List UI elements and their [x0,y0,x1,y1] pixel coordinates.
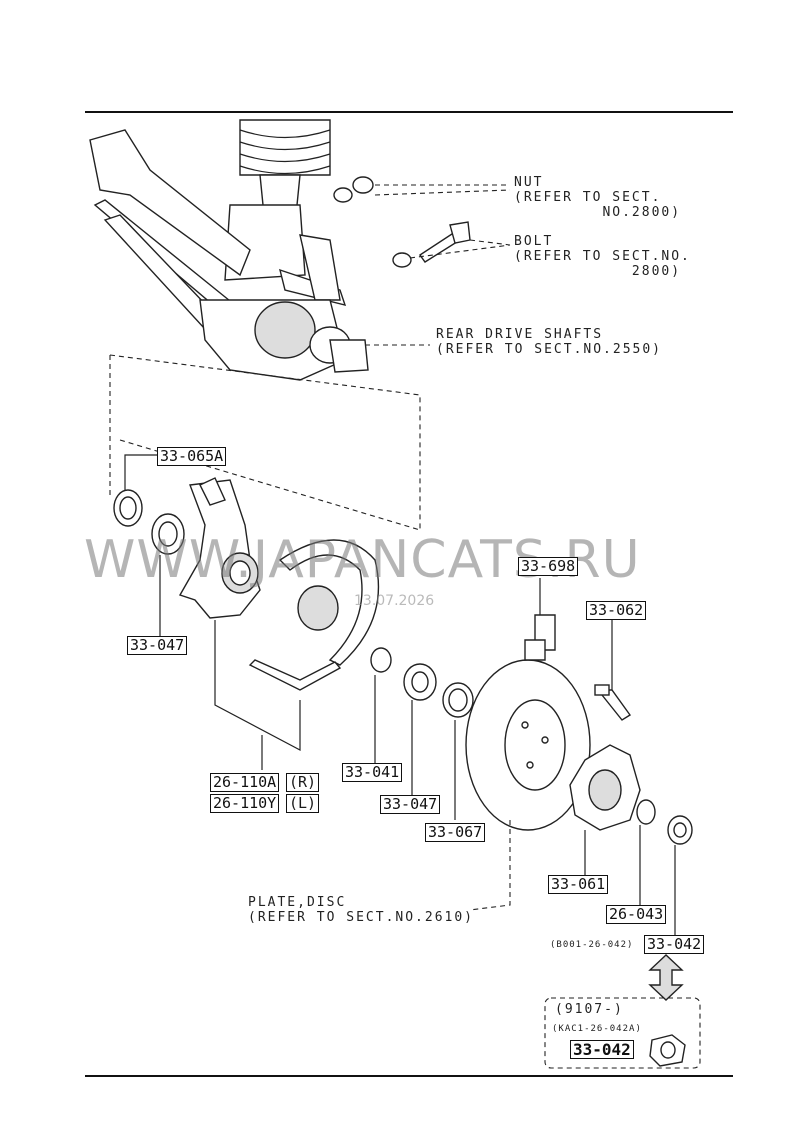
nut-callout: NUT (REFER TO SECT. NO.2800) [514,175,682,220]
part-33-065A: 33-065A [157,447,227,466]
part-33-062: 33-062 [586,601,647,620]
new-nut-drawing [649,1034,686,1067]
bottom-rule [85,1075,733,1077]
dust-shield [248,539,380,691]
part-33-042: 33-042 [644,935,705,954]
new-part-box [544,997,701,1069]
bearing-parts-row [370,647,474,718]
bolt-callout: BOLT (REFER TO SECT.NO. 2800) [514,234,691,279]
plate-disc-callout: PLATE,DISC (REFER TO SECT.NO.2610) [248,895,475,925]
interchange-arrow [648,954,684,1001]
side-right: (R) [286,773,320,792]
part-33-047-left: 33-047 [127,636,188,655]
suspension-arms [89,129,347,341]
part-33-061: 33-061 [548,875,609,894]
since-date: (9107-) [555,1002,624,1017]
part-33-041: 33-041 [342,763,403,782]
bearing-33-047-left [151,513,185,555]
part-26-110A: 26-110A [210,773,280,792]
washer-26-043 [636,799,656,825]
side-left: (L) [286,794,320,813]
drive-shafts-callout: REAR DRIVE SHAFTS (REFER TO SECT.NO.2550… [436,327,663,357]
part-33-047-right: 33-047 [380,795,441,814]
bolt-33-062 [594,684,632,721]
part-26-110Y: 26-110Y [210,794,280,813]
seal-33-065A [113,489,143,527]
top-rule [85,111,733,113]
brake-disc [465,659,591,831]
upper-knuckle [199,299,369,381]
knuckle-26-110 [178,477,261,619]
nut-33-042 [667,815,693,845]
part-33-698: 33-698 [518,557,579,576]
nut-bolt-hardware [333,176,471,268]
hub-bolt-33-698 [524,614,556,661]
old-part-number: (B001-26-042) [550,940,634,950]
part-33-067: 33-067 [425,823,486,842]
new-part-number: (KAC1-26-042A) [552,1024,642,1034]
part-33-042-new: 33-042 [570,1040,634,1059]
part-26-043: 26-043 [606,905,667,924]
hub-33-061 [569,744,641,831]
watermark-date: 13.07.2026 [354,593,435,609]
